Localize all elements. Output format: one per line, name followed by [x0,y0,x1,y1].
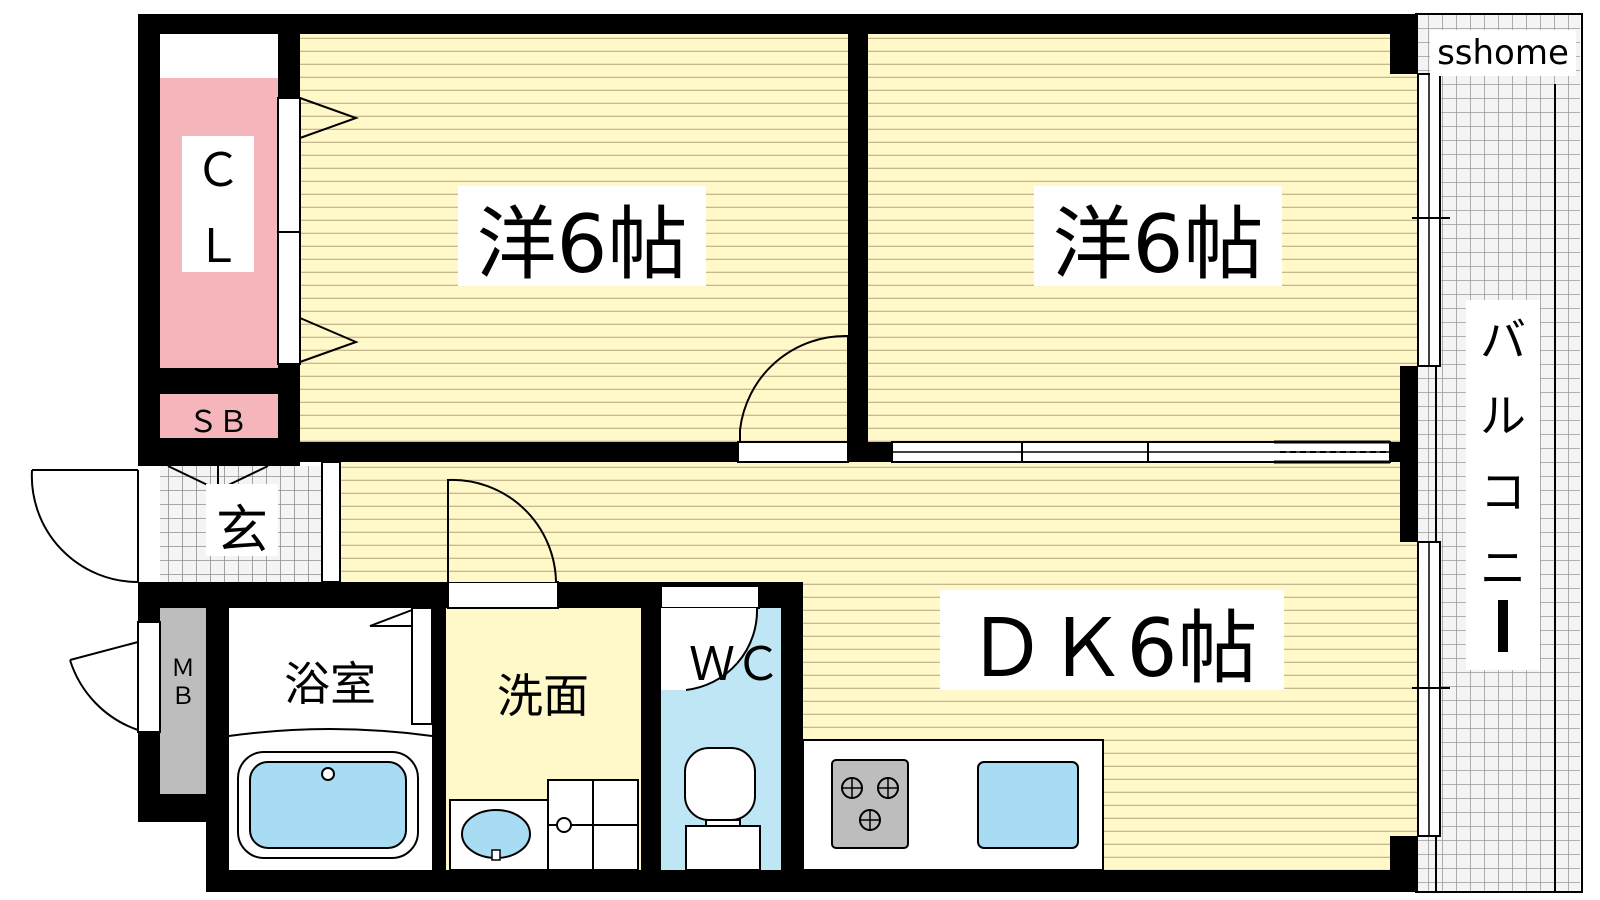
balcony-label: バ ル コ ニ [1480,313,1526,652]
swing-door-icon[interactable] [739,334,849,442]
bathroom: 浴室 [228,607,433,859]
toilet-room: ＷＣ [660,585,781,871]
shoe-box-label: ＳＢ [188,405,248,440]
balcony-char-3: コ [1480,465,1526,519]
washing-machine-pan-icon [547,779,639,871]
bathroom-label: 浴室 [284,657,376,711]
meter-box: Ｍ Ｂ [69,621,195,733]
washroom-label: 洗面 [497,669,589,723]
balcony-char-2: ル [1480,389,1526,443]
dk-label: ＤＫ6帖 [967,602,1258,695]
closet: Ｃ Ｌ [182,97,359,365]
balcony-windows[interactable] [1412,73,1450,837]
kitchen-sink-icon [977,761,1079,849]
meter-box-fill [160,608,206,794]
watermark-text: sshome [1437,33,1569,73]
swing-door-icon[interactable] [447,478,557,583]
walls [138,14,1418,892]
swing-door-icon[interactable] [30,469,139,584]
balcony-char-5 [1498,600,1508,652]
washroom: 洗面 [449,669,639,871]
closet-label-top: Ｃ [195,143,241,197]
meter-box-label-top: Ｍ [171,654,195,682]
meter-box-label-bottom: Ｂ [171,682,195,710]
western-room-left-label: 洋6帖 [477,198,688,291]
swing-door-icon[interactable] [299,317,359,363]
closet-label-bottom: Ｌ [195,219,241,273]
swing-door-icon[interactable] [299,97,359,139]
left-room-door[interactable] [737,334,849,463]
kitchen-counter [802,739,1104,871]
toilet-icon [684,747,761,871]
balcony-char-1: バ [1480,313,1526,367]
shoe-box-fill [160,394,278,438]
entrance-label: 玄 [216,501,268,561]
swing-door-icon[interactable] [369,609,413,627]
entrance: 玄 [30,465,278,584]
balcony-char-4: ニ [1480,541,1526,595]
swing-door-icon[interactable] [685,607,759,691]
sliding-door-icon[interactable] [891,440,1391,464]
western-room-right-label: 洋6帖 [1053,198,1264,291]
gas-stove-icon [831,759,909,849]
swing-door-icon[interactable] [69,622,139,731]
toilet-label: ＷＣ [689,637,781,691]
washroom-door[interactable] [447,478,559,609]
entrance-partition [321,461,341,583]
